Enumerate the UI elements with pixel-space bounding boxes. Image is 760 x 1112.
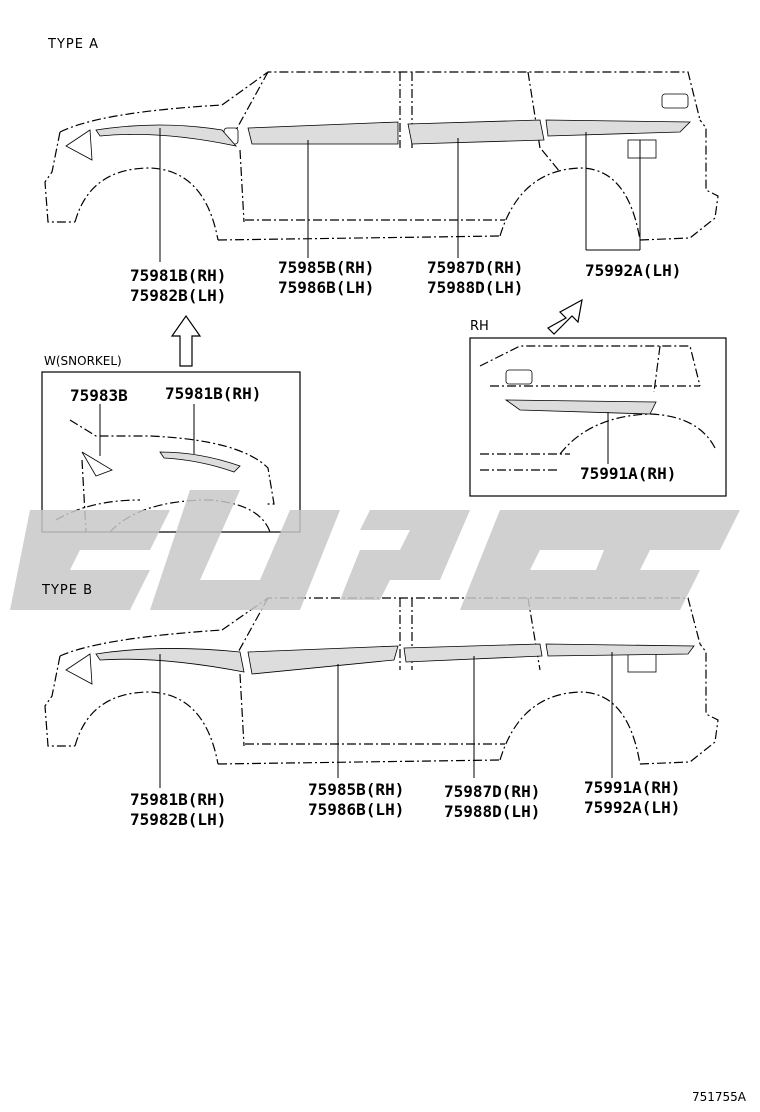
snorkel-label-right: 75981B(RH): [165, 384, 262, 403]
type-a-vehicle: [44, 71, 719, 262]
type-b-label-3: 75987D(RH) 75988D(LH): [444, 782, 541, 821]
snorkel-label-left: 75983B: [70, 386, 128, 405]
arrow-up-left: [170, 314, 202, 367]
rh-label: 75991A(RH): [580, 464, 677, 483]
watermark-logo: [10, 490, 740, 610]
type-a-label-4: 75992A(LH): [585, 261, 682, 280]
type-b-label-4: 75991A(RH) 75992A(LH): [584, 778, 681, 817]
type-b-label-1: 75981B(RH) 75982B(LH): [130, 790, 227, 829]
snorkel-title: W(SNORKEL): [44, 354, 122, 368]
type-b-vehicle: [44, 597, 719, 788]
type-a-label-1: 75981B(RH) 75982B(LH): [130, 266, 227, 305]
type-b-label-2: 75985B(RH) 75986B(LH): [308, 780, 405, 819]
rh-title: RH: [470, 319, 489, 334]
illustration-code: 751755A: [691, 1090, 746, 1104]
type-a-label-2: 75985B(RH) 75986B(LH): [278, 258, 375, 297]
arrow-up-right: [547, 298, 583, 335]
type-b-title: TYPE B: [42, 583, 93, 598]
type-a-label-3: 75987D(RH) 75988D(LH): [427, 258, 524, 297]
rh-detail-box: [469, 337, 727, 497]
type-a-title: TYPE A: [48, 37, 99, 52]
